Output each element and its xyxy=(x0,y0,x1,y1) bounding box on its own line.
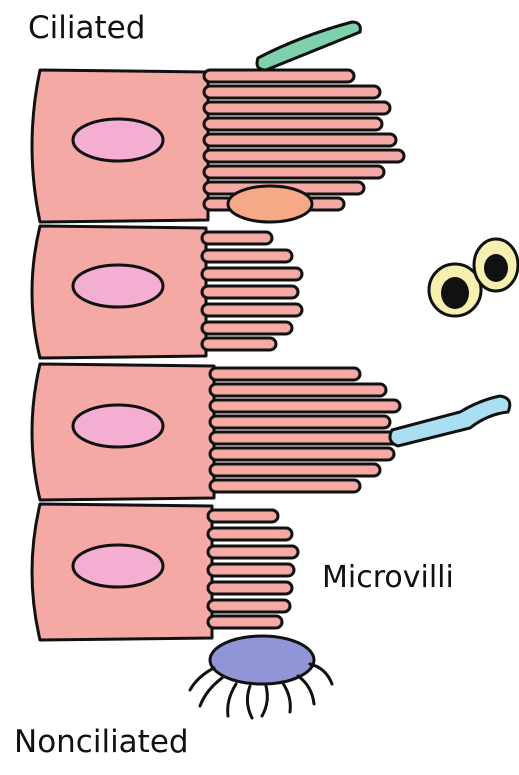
blue-rod-bacterium xyxy=(390,396,510,446)
villus xyxy=(204,86,380,98)
villus xyxy=(210,416,390,428)
villus xyxy=(202,268,302,280)
nucleus xyxy=(73,545,163,587)
villus xyxy=(202,286,298,298)
villus xyxy=(210,368,360,380)
tentacle xyxy=(262,686,267,716)
spore-core-2 xyxy=(484,254,508,282)
villus xyxy=(204,150,404,162)
villus xyxy=(204,102,390,114)
orange-particle xyxy=(228,186,312,222)
spore-core-1 xyxy=(441,277,469,309)
villus xyxy=(210,400,400,412)
nucleus xyxy=(73,405,163,447)
villus xyxy=(208,600,290,612)
villus xyxy=(208,510,278,522)
villus xyxy=(208,564,294,576)
nucleus xyxy=(73,265,163,307)
tentacle xyxy=(298,676,314,704)
label-ciliated: Ciliated xyxy=(28,10,145,46)
villus xyxy=(208,582,292,594)
villus xyxy=(208,528,292,540)
tentacle xyxy=(228,684,236,716)
tentacle xyxy=(247,686,252,718)
villus xyxy=(204,70,354,82)
nucleus xyxy=(73,119,163,161)
villus xyxy=(204,118,382,130)
villus xyxy=(204,134,396,146)
villus xyxy=(202,322,292,334)
villus xyxy=(208,616,282,628)
label-nonciliated: Nonciliated xyxy=(14,724,189,760)
villus xyxy=(210,432,406,444)
villus xyxy=(210,464,380,476)
villus xyxy=(202,338,276,350)
green-bacterium xyxy=(257,22,360,70)
villus xyxy=(204,166,384,178)
villus xyxy=(208,546,298,558)
tentacle xyxy=(282,682,290,712)
villus xyxy=(202,232,272,244)
tentacle xyxy=(200,678,222,706)
villus xyxy=(210,448,394,460)
villus xyxy=(202,250,292,262)
villus xyxy=(210,480,360,492)
villus xyxy=(202,304,302,316)
villus xyxy=(210,384,386,396)
label-microvilli: Microvilli xyxy=(322,560,454,595)
